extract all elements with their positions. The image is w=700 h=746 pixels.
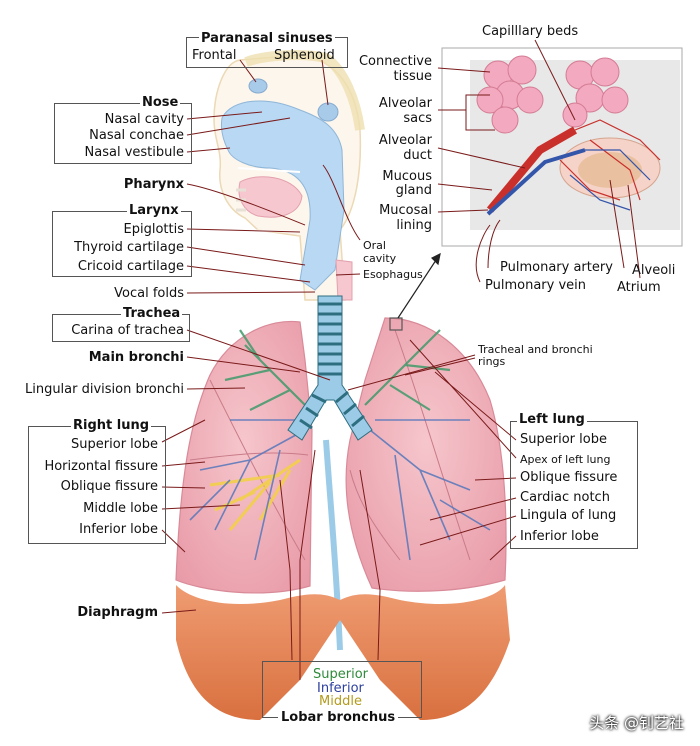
label-tracheal-rings-line1: Tracheal and bronchi	[478, 343, 593, 356]
label-lingular-division-bronchi: Lingular division bronchi	[24, 382, 184, 397]
label-carina-of-trachea: Carina of trachea	[71, 323, 184, 338]
right-lung-shape	[175, 320, 313, 594]
label-oral-cavity-line2: cavity	[363, 252, 397, 265]
label-apex-of-left-lung: Apex of left lung	[520, 453, 611, 466]
label-thyroid-cartilage: Thyroid cartilage	[74, 240, 184, 255]
label-alveolar-duct-line2: duct	[403, 148, 432, 163]
vessels-blue-branches	[189, 419, 491, 561]
label-larynx: Larynx	[127, 203, 181, 218]
label-alveolar-sacs-line2: sacs	[403, 111, 432, 126]
label-atrium: Atrium	[617, 280, 661, 295]
label-mucous-gland-line2: gland	[395, 183, 432, 198]
label-main-bronchi: Main bronchi	[88, 350, 184, 365]
label-right-inferior-lobe: Inferior lobe	[79, 522, 158, 537]
label-epiglottis: Epiglottis	[123, 222, 184, 237]
diaphragm-shape	[176, 585, 510, 720]
left-lung-shape	[345, 317, 507, 592]
label-connective-tissue-line2: tissue	[393, 69, 433, 84]
label-sphenoid: Sphenoid	[274, 48, 335, 63]
label-lobar-superior: Superior	[313, 667, 368, 682]
label-left-oblique-fissure: Oblique fissure	[520, 470, 618, 485]
label-capillary-beds: Capilllary beds	[482, 24, 579, 39]
label-nose: Nose	[140, 95, 181, 110]
larynx-box	[52, 211, 192, 277]
upper-airway	[221, 78, 353, 301]
label-lobar-middle: Middle	[319, 694, 362, 709]
nose-box	[54, 103, 192, 164]
label-lobar-bronchus: Lobar bronchus	[278, 710, 399, 725]
bronchi-green-branches	[224, 329, 451, 411]
label-pulmonary-vein: Pulmonary vein	[485, 278, 586, 293]
label-cricoid-cartilage: Cricoid cartilage	[77, 259, 184, 274]
label-horizontal-fissure: Horizontal fissure	[44, 459, 158, 474]
label-nasal-conchae: Nasal conchae	[89, 128, 184, 143]
watermark: 头条 @钊艺社	[589, 714, 684, 732]
label-vocal-folds: Vocal folds	[114, 286, 184, 301]
middle-lobe-highlight	[209, 458, 301, 531]
label-left-superior-lobe: Superior lobe	[520, 432, 607, 447]
label-right-superior-lobe: Superior lobe	[71, 437, 158, 452]
label-mucosal-lining-line1: Mucosal	[379, 203, 432, 218]
label-nasal-vestibule: Nasal vestibule	[84, 145, 184, 160]
inset-pointer	[389, 252, 441, 331]
label-frontal: Frontal	[192, 48, 237, 63]
alveoli-inset	[441, 47, 683, 247]
label-lobar-inferior: Inferior	[317, 681, 364, 696]
label-right-oblique-fissure: Oblique fissure	[60, 479, 158, 494]
label-lingula-of-lung: Lingula of lung	[520, 508, 617, 523]
label-pulmonary-artery: Pulmonary artery	[500, 260, 613, 275]
label-right-lung: Right lung	[71, 418, 152, 433]
leader-lines	[161, 39, 641, 680]
label-left-lung: Left lung	[517, 412, 587, 427]
label-connective-tissue-line1: Connective	[358, 54, 432, 69]
label-alveolar-duct-line1: Alveolar	[378, 133, 432, 148]
label-mucous-gland-line1: Mucous	[382, 169, 432, 184]
label-trachea: Trachea	[121, 306, 183, 321]
label-tracheal-rings-line2: rings	[478, 355, 506, 368]
label-oral-cavity-line1: Oral	[363, 239, 386, 252]
label-middle-lobe: Middle lobe	[83, 501, 158, 516]
label-pharynx: Pharynx	[123, 177, 184, 192]
label-diaphragm: Diaphragm	[77, 605, 158, 620]
label-mucosal-lining-line2: lining	[396, 218, 432, 233]
label-paranasal-sinuses: Paranasal sinuses	[199, 31, 335, 46]
label-left-inferior-lobe: Inferior lobe	[520, 529, 599, 544]
label-alveolar-sacs-line1: Alveolar	[378, 96, 432, 111]
label-nasal-cavity: Nasal cavity	[104, 112, 184, 127]
label-esophagus: Esophagus	[363, 268, 423, 281]
label-alveoli: Alveoli	[632, 263, 676, 278]
label-cardiac-notch: Cardiac notch	[520, 490, 610, 505]
